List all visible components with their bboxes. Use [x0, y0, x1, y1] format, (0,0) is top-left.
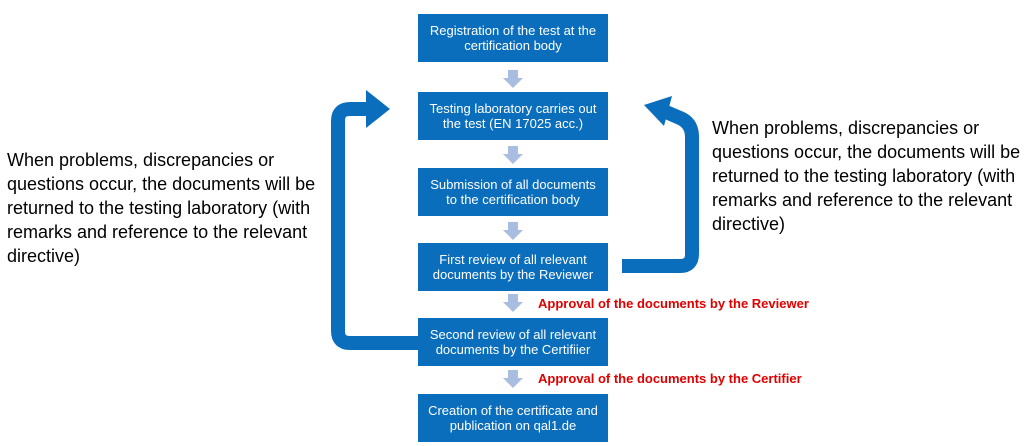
down-arrow-icon	[503, 146, 523, 164]
step-registration: Registration of the test at the certific…	[418, 14, 608, 62]
step-second-review-text: Second review of all relevant documents …	[429, 327, 597, 357]
step-certificate-creation-text: Creation of the certificate and publicat…	[428, 403, 598, 433]
approval-reviewer: Approval of the documents by the Reviewe…	[538, 296, 809, 311]
step-submission-text: Submission of all documents to the certi…	[430, 177, 596, 207]
step-testing-text: Testing laboratory carries out the test …	[429, 101, 597, 131]
left-side-note: When problems, discrepancies or question…	[7, 150, 316, 266]
right-side-note: When problems, discrepancies or question…	[712, 118, 1021, 234]
down-arrow-icon	[503, 70, 523, 88]
step-registration-text: Registration of the test at the certific…	[429, 23, 597, 53]
down-arrow-icon	[503, 370, 523, 388]
step-submission: Submission of all documents to the certi…	[418, 168, 608, 216]
left-return-arrow	[331, 102, 418, 350]
step-testing: Testing laboratory carries out the test …	[418, 92, 608, 140]
down-arrow-icon	[503, 294, 523, 312]
left-return-arrowhead	[366, 90, 390, 128]
approval-certifier: Approval of the documents by the Certifi…	[538, 371, 802, 386]
step-first-review: First review of all relevant documents b…	[418, 243, 608, 291]
step-first-review-text: First review of all relevant documents b…	[432, 252, 594, 282]
right-return-arrowhead	[644, 96, 672, 126]
step-certificate-creation: Creation of the certificate and publicat…	[418, 394, 608, 442]
right-return-arrow	[622, 105, 699, 273]
down-arrow-icon	[503, 222, 523, 240]
step-second-review: Second review of all relevant documents …	[418, 318, 608, 366]
